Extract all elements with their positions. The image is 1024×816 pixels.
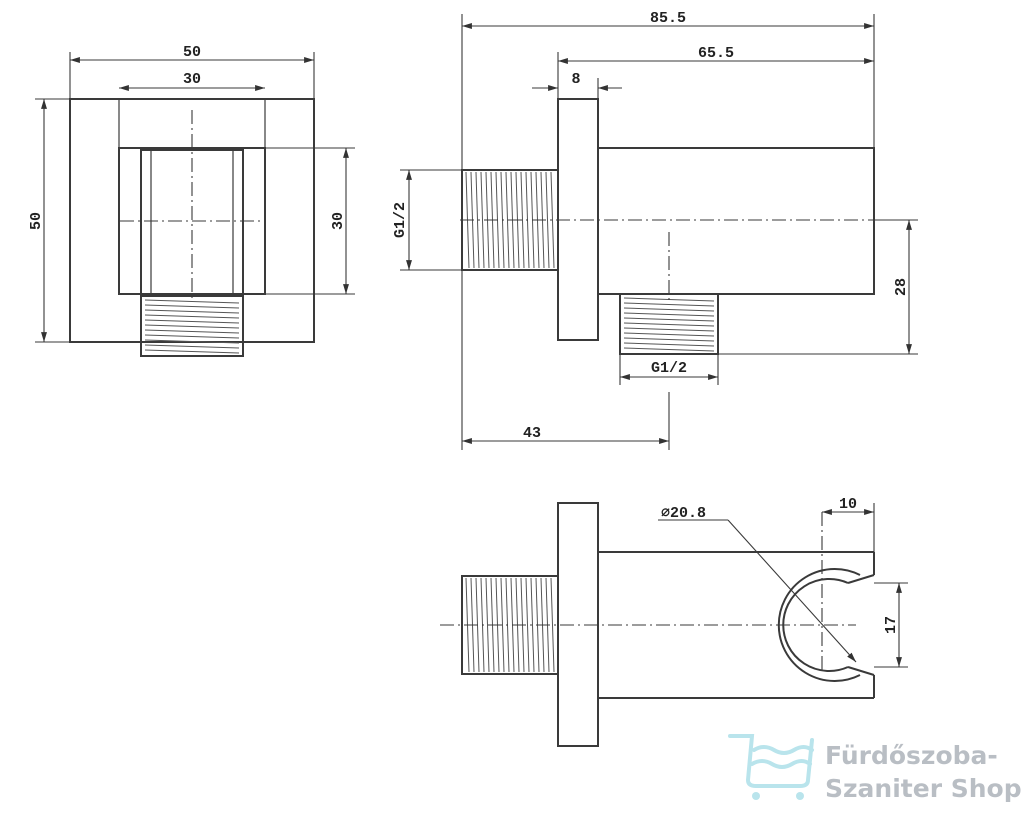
thread-line — [144, 314, 240, 319]
dim-front-width: 50 — [183, 44, 201, 61]
thread-line — [530, 577, 535, 673]
side-outlet-thread-lines — [623, 297, 715, 352]
thread-line — [144, 309, 240, 314]
watermark-line-1: Fürdőszoba- — [825, 741, 998, 770]
thread-line — [520, 171, 525, 269]
dim-holder-offset: 10 — [839, 496, 857, 513]
watermark: Fürdőszoba- Szaniter Shop — [728, 734, 1022, 803]
side-view: 85.5 65.5 8 G1/2 G1/2 28 43 — [392, 10, 918, 450]
thread-line — [623, 342, 715, 347]
watermark-line-2: Szaniter Shop — [825, 774, 1022, 803]
dim-holder-opening: 17 — [883, 616, 900, 634]
front-view: 50 30 50 30 — [28, 44, 355, 357]
dim-front-height: 50 — [28, 212, 45, 230]
thread-line — [144, 299, 240, 304]
thread-line — [550, 577, 555, 673]
thread-line — [144, 334, 240, 339]
thread-line — [545, 171, 550, 269]
dim-inlet-thread: G1/2 — [392, 202, 409, 238]
thread-line — [623, 327, 715, 332]
thread-line — [485, 577, 490, 673]
dim-outlet-position: 43 — [523, 425, 541, 442]
front-thread-lines — [144, 299, 240, 354]
thread-line — [144, 339, 240, 344]
thread-line — [623, 307, 715, 312]
thread-line — [475, 171, 480, 269]
thread-line — [525, 577, 530, 673]
thread-line — [623, 332, 715, 337]
dim-side-total: 85.5 — [650, 10, 686, 27]
top-view: ∅20.8 10 17 — [440, 496, 908, 747]
thread-line — [623, 312, 715, 317]
thread-line — [623, 317, 715, 322]
dim-side-body: 65.5 — [698, 45, 734, 62]
dim-outlet-offset: 28 — [893, 278, 910, 296]
thread-line — [144, 344, 240, 349]
side-body — [597, 147, 875, 295]
thread-line — [623, 337, 715, 342]
thread-line — [550, 171, 555, 269]
thread-line — [144, 304, 240, 309]
thread-line — [144, 324, 240, 329]
thread-line — [623, 347, 715, 352]
thread-line — [480, 171, 485, 269]
thread-line — [500, 577, 505, 673]
thread-line — [505, 171, 510, 269]
dim-front-inner-height: 30 — [330, 212, 347, 230]
thread-line — [144, 329, 240, 334]
dim-flange-thickness: 8 — [571, 71, 580, 88]
thread-line — [144, 319, 240, 324]
thread-line — [144, 349, 240, 354]
bathtub-icon — [728, 734, 814, 800]
dim-holder-diameter: ∅20.8 — [661, 505, 706, 522]
thread-line — [623, 302, 715, 307]
thread-line — [623, 322, 715, 327]
dim-front-inner-width: 30 — [183, 71, 201, 88]
dim-outlet-thread: G1/2 — [651, 360, 687, 377]
